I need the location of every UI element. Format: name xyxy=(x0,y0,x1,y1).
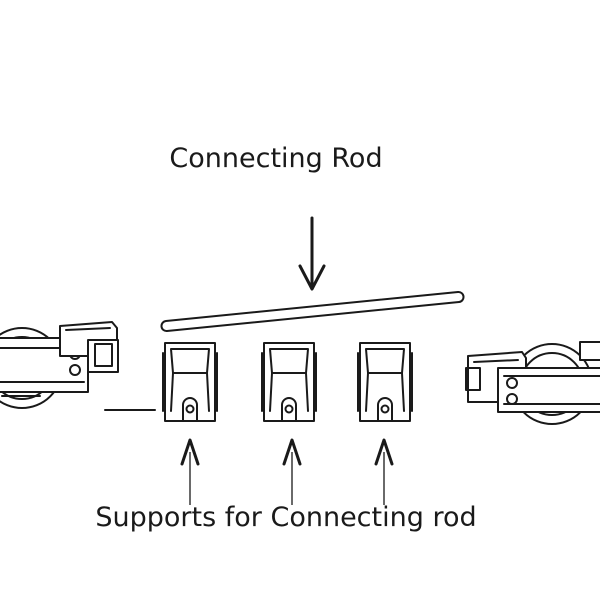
right-roller-assembly-icon xyxy=(465,341,600,425)
supports-label: Supports for Connecting rod xyxy=(95,502,477,533)
up-arrow-icon xyxy=(374,438,394,505)
connecting-rod xyxy=(160,291,465,332)
down-arrow-icon xyxy=(298,216,326,291)
support-bracket-icon xyxy=(162,342,218,422)
support-bracket-icon xyxy=(261,342,317,422)
connecting-rod-label: Connecting Rod xyxy=(169,143,383,174)
up-arrow-icon xyxy=(180,438,200,505)
support-bracket-icon xyxy=(357,342,413,422)
left-roller-assembly-icon xyxy=(0,321,119,409)
up-arrow-icon xyxy=(282,438,302,505)
